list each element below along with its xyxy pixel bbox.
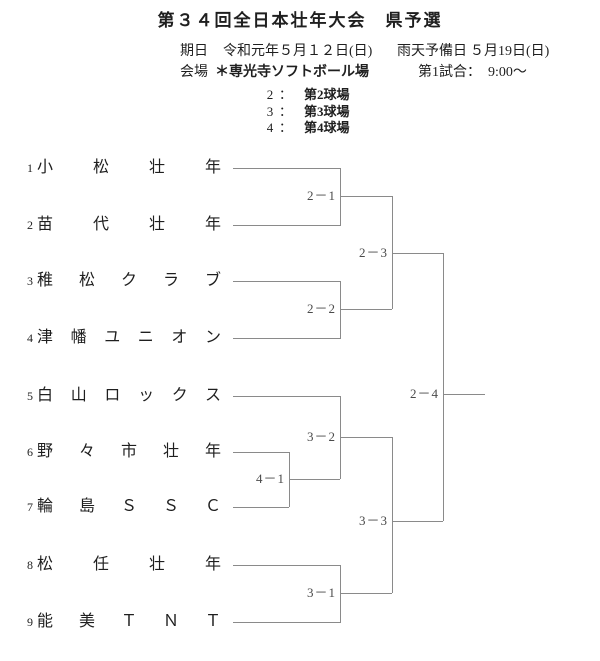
venue-value: ＊専光寺ソフトボール場 xyxy=(215,65,369,80)
bracket-line-team7 xyxy=(233,507,289,508)
team-name: 野々市壮年 xyxy=(37,443,221,460)
bracket-line-team9 xyxy=(233,622,341,623)
team-seed: 9 xyxy=(27,615,33,629)
team-row: 1 小松壮年 xyxy=(0,158,232,178)
team-row: 7 輪島ＳＳＣ xyxy=(0,497,232,517)
team-seed: 2 xyxy=(27,218,33,232)
match-label-2-2: 2－2 xyxy=(306,301,336,316)
venue-list-row: 4 ： 第4球場 xyxy=(263,120,350,135)
date-value: 令和元年５月１２日(日) xyxy=(223,44,373,59)
rain-date-label: 雨天予備日 xyxy=(397,44,467,59)
team-row: 5 白山ロックス xyxy=(0,386,232,406)
bracket-line-team5 xyxy=(233,396,341,397)
bracket-line-team6 xyxy=(233,452,289,453)
bracket-connector-match2-3 xyxy=(392,196,393,309)
bracket-connector-match2-4 xyxy=(443,253,444,521)
bracket-output-match3-2 xyxy=(340,437,392,438)
bracket-output-match2-1 xyxy=(340,196,392,197)
team-name: 能美ＴＮＴ xyxy=(37,613,221,630)
team-name: 松任壮年 xyxy=(37,556,221,573)
team-seed: 6 xyxy=(27,445,33,459)
team-name: 白山ロックス xyxy=(37,387,221,404)
bracket-output-final xyxy=(443,394,485,395)
team-row: 6 野々市壮年 xyxy=(0,442,232,462)
bracket-output-match2-2 xyxy=(340,309,392,310)
venue-number: 4 xyxy=(266,120,274,135)
bracket-line-team2 xyxy=(233,225,341,226)
team-row: 8 松任壮年 xyxy=(0,555,232,575)
team-seed: 5 xyxy=(27,389,33,403)
bracket-output-match3-1 xyxy=(340,593,392,594)
venue-list-row: 2 ： 第2球場 xyxy=(263,87,350,102)
team-seed: 7 xyxy=(27,500,33,514)
venue-name: 第2球場 xyxy=(304,87,350,102)
match-label-3-2: 3－2 xyxy=(306,429,336,444)
team-name: 輪島ＳＳＣ xyxy=(37,498,221,515)
venue-list-row: 3 ： 第3球場 xyxy=(263,104,350,119)
rain-date-value: ５月19日(日) xyxy=(470,44,550,59)
team-seed: 3 xyxy=(27,274,33,288)
team-row: 3 稚松クラブ xyxy=(0,271,232,291)
team-name: 津幡ユニオン xyxy=(37,329,221,346)
bracket-output-match3-3 xyxy=(392,521,443,522)
date-label: 期日 xyxy=(180,44,208,59)
match-label-2-4: 2－4 xyxy=(409,386,439,401)
venue-colon: ： xyxy=(279,87,293,102)
team-name: 小松壮年 xyxy=(37,159,221,176)
venue-number: 3 xyxy=(266,104,274,119)
match-label-3-1: 3－1 xyxy=(306,585,336,600)
match-label-4-1: 4－1 xyxy=(255,471,285,486)
team-name: 苗代壮年 xyxy=(37,216,221,233)
venue-label: 会場 xyxy=(180,65,208,80)
team-row: 4 津幡ユニオン xyxy=(0,328,232,348)
team-row: 9 能美ＴＮＴ xyxy=(0,612,232,632)
team-name: 稚松クラブ xyxy=(37,272,221,289)
bracket-output-match4-1 xyxy=(289,479,340,480)
bracket-output-match2-3 xyxy=(392,253,443,254)
team-seed: 1 xyxy=(27,161,33,175)
venue-colon: ： xyxy=(279,120,293,135)
match-label-3-3: 3－3 xyxy=(358,513,388,528)
team-seed: 4 xyxy=(27,331,33,345)
bracket-line-team1 xyxy=(233,168,341,169)
bracket-line-team4 xyxy=(233,338,341,339)
first-game-time: 第1試合： 9:00～ xyxy=(418,65,527,80)
bracket-connector-match3-3 xyxy=(392,437,393,593)
bracket-line-team8 xyxy=(233,565,341,566)
page-title: 第３４回全日本壮年大会 県予選 xyxy=(157,11,443,30)
venue-number: 2 xyxy=(266,87,274,102)
venue-name: 第3球場 xyxy=(304,104,350,119)
match-label-2-1: 2－1 xyxy=(306,188,336,203)
team-seed: 8 xyxy=(27,558,33,572)
venue-name: 第4球場 xyxy=(304,120,350,135)
bracket-line-team3 xyxy=(233,281,341,282)
match-label-2-3: 2－3 xyxy=(358,245,388,260)
team-row: 2 苗代壮年 xyxy=(0,215,232,235)
venue-colon: ： xyxy=(279,104,293,119)
